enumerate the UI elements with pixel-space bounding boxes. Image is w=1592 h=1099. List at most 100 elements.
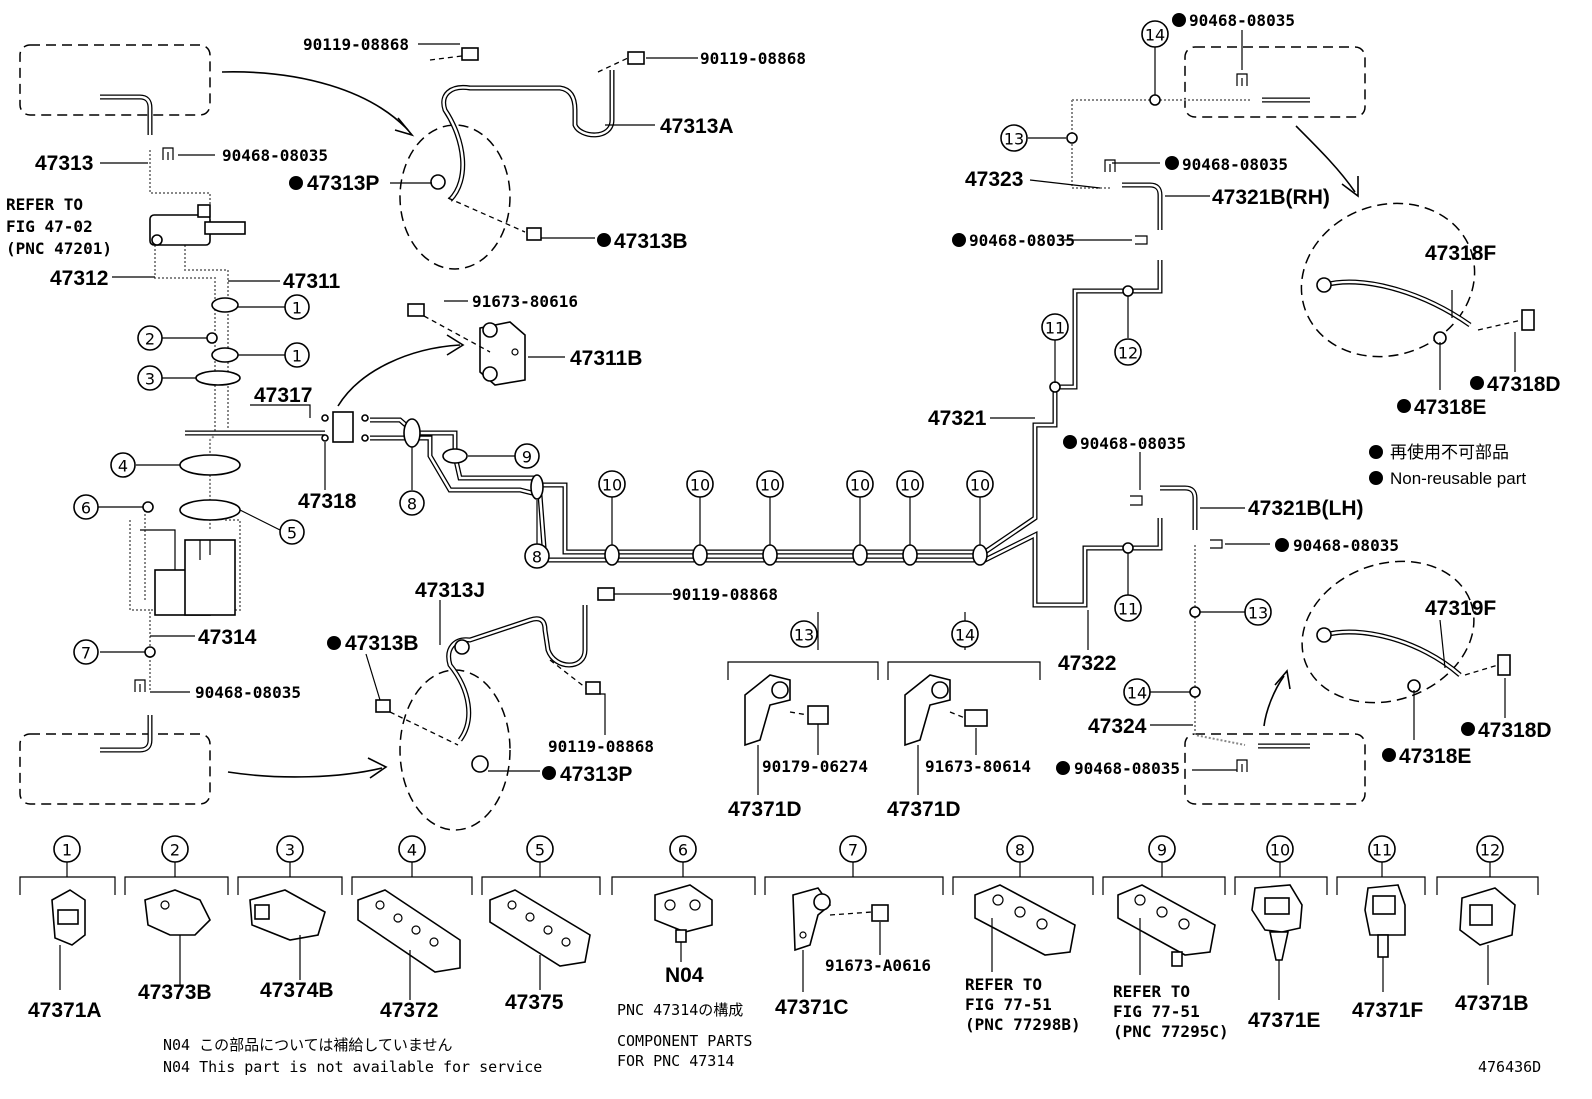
label-47321B-LH: 47321B(LH) <box>1248 497 1364 520</box>
svg-text:12: 12 <box>1118 344 1138 363</box>
circle-number-10a: 10 <box>598 470 626 498</box>
clip-47374B-drawing <box>249 889 326 980</box>
label-47321B-RH: 47321B(RH) <box>1212 186 1330 209</box>
svg-text:1: 1 <box>292 347 302 366</box>
clip-47371F-drawing <box>1364 884 1406 992</box>
svg-text:13: 13 <box>794 626 814 645</box>
pnc-47314-en-line2: FOR PNC 47314 <box>617 1052 734 1070</box>
non-reusable-dots <box>289 13 1484 780</box>
svg-text:11: 11 <box>1045 319 1065 338</box>
clip-47375-drawing <box>489 889 591 990</box>
svg-text:13: 13 <box>1004 130 1024 149</box>
label-90119-b: 90119-08868 <box>700 49 806 68</box>
clip-markers <box>403 94 1201 698</box>
circle-number-1b: 1 <box>284 342 310 368</box>
label-90468-r6: 90468-08035 <box>1074 759 1180 778</box>
vehicle-frame-box-bottom-right <box>1184 733 1366 805</box>
label-47314: 47314 <box>198 626 257 649</box>
label-47313B-bot: 47313B <box>345 632 419 655</box>
vehicle-frame-box-top-left <box>19 44 211 116</box>
brake-line-main <box>185 260 1163 608</box>
clamp-group-13 <box>727 661 879 747</box>
clip-47371E-drawing <box>1251 884 1303 1000</box>
circle-number-10f: 10 <box>966 470 994 498</box>
circle-number-4: 4 <box>110 452 136 478</box>
clip-47371A-drawing <box>51 889 86 990</box>
note-n04-jp: N04 この部品については補給していません <box>163 1036 452 1054</box>
svg-text:8: 8 <box>407 495 417 514</box>
part-label-47373B: 47373B <box>138 981 212 1004</box>
part-label-47371A: 47371A <box>28 999 102 1022</box>
label-47313B-top: 47313B <box>614 230 688 253</box>
label-90119-d: 90119-08868 <box>548 737 654 756</box>
proportioning-valve-47312 <box>149 204 246 246</box>
svg-text:4: 4 <box>118 457 128 476</box>
circle-number-8a: 8 <box>399 490 425 516</box>
circle-number-13b: 13 <box>1244 598 1272 626</box>
abs-actuator-47314 <box>140 529 236 616</box>
tube-47323 <box>1071 99 1250 189</box>
refer-fig-47-line3: (PNC 47201) <box>6 239 112 258</box>
label-47313A: 47313A <box>660 115 734 138</box>
label-47312: 47312 <box>50 267 108 290</box>
pnc-47314-jp: PNC 47314の構成 <box>617 1001 743 1019</box>
part-label-47372: 47372 <box>380 999 438 1022</box>
label-47313P-top: 47313P <box>307 172 379 195</box>
svg-text:10: 10 <box>850 476 870 495</box>
label-90468-bl: 90468-08035 <box>195 683 301 702</box>
label-47317: 47317 <box>254 384 312 407</box>
svg-text:5: 5 <box>287 524 297 543</box>
part-label-47371F: 47371F <box>1352 999 1423 1022</box>
svg-text:10: 10 <box>760 476 780 495</box>
label-90119-c: 90119-08868 <box>672 585 778 604</box>
clip-symbols <box>134 73 1248 772</box>
svg-text:14: 14 <box>1145 26 1165 45</box>
diagram-id: 476436D <box>1478 1058 1541 1076</box>
label-47324: 47324 <box>1088 715 1147 738</box>
circle-number-13c: 13 <box>790 620 818 648</box>
parts-row-circle-1: 1 <box>53 835 81 863</box>
circle-number-3: 3 <box>137 365 163 391</box>
parts-row-circle-7: 7 <box>839 835 867 863</box>
label-47318: 47318 <box>298 490 357 513</box>
parts-row-circle-2: 2 <box>161 835 189 863</box>
part-label-N04: N04 <box>665 964 704 987</box>
label-47323: 47323 <box>965 168 1023 191</box>
legend-en: Non-reusable part <box>1390 469 1526 488</box>
label-90119-a: 90119-08868 <box>303 35 409 54</box>
arrow-to-47311B <box>337 334 465 407</box>
circle-number-11b: 11 <box>1114 594 1142 622</box>
svg-text:4: 4 <box>407 841 417 860</box>
parts-row-circle-6: 6 <box>669 835 697 863</box>
detail-ellipse-bottom-right <box>1301 560 1475 704</box>
label-90179-06274: 90179-06274 <box>762 757 868 776</box>
label-47371D-a: 47371D <box>728 798 802 821</box>
parts-row-circle-8: 8 <box>1006 835 1034 863</box>
circle-number-6: 6 <box>73 494 99 520</box>
clip-47372-drawing <box>357 889 461 1000</box>
clip-47373B-drawing <box>144 889 211 985</box>
circle-number-2: 2 <box>137 325 163 351</box>
legend-jp: 再使用不可部品 <box>1390 442 1509 462</box>
circle-number-5: 5 <box>279 519 305 545</box>
parts-row-circle-3: 3 <box>276 835 304 863</box>
clamp-group-14 <box>887 661 1041 747</box>
svg-text:9: 9 <box>1157 841 1167 860</box>
arrow-bottom-right <box>1263 669 1291 727</box>
clip-47371B-drawing <box>1459 887 1516 985</box>
circle-number-10b: 10 <box>686 470 714 498</box>
arrow-top-right <box>1295 125 1359 198</box>
label-47318D-top: 47318D <box>1487 373 1561 396</box>
svg-text:10: 10 <box>690 476 710 495</box>
circle-number-13a: 13 <box>1000 124 1028 152</box>
svg-text:14: 14 <box>955 626 975 645</box>
label-91673-80614: 91673-80614 <box>925 757 1031 776</box>
svg-text:10: 10 <box>900 476 920 495</box>
pnc-47314-en-line1: COMPONENT PARTS <box>617 1032 752 1050</box>
part-label-47371C: 47371C <box>775 996 849 1019</box>
svg-text:14: 14 <box>1127 684 1147 703</box>
label-47319F: 47319F <box>1425 597 1496 620</box>
part-label-47371E: 47371E <box>1248 1009 1320 1032</box>
label-90468-r5: 90468-08035 <box>1293 536 1399 555</box>
vehicle-frame-box-top-right <box>1184 46 1366 118</box>
